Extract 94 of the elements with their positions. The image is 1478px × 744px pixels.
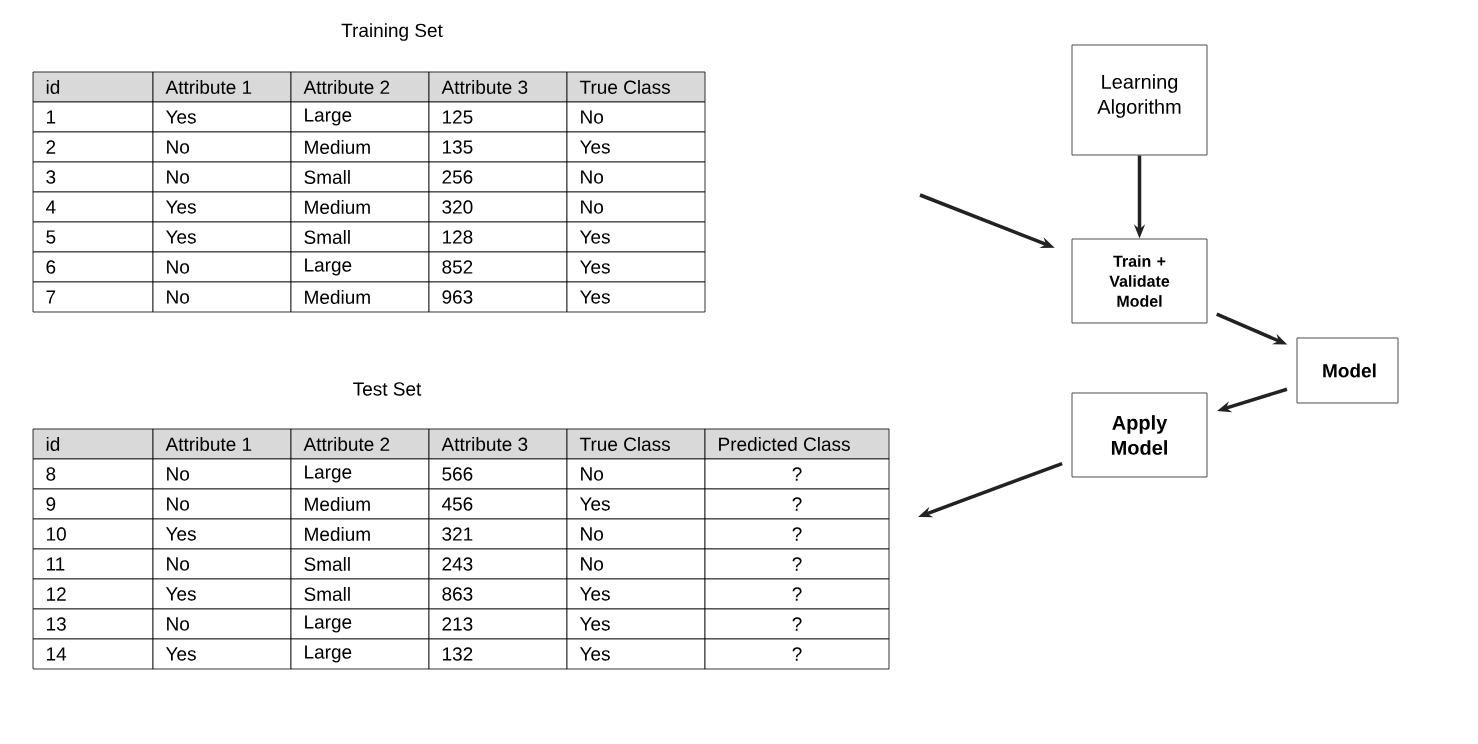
table-title: Training Set: [341, 23, 443, 41]
table-cell: Medium: [290, 131, 430, 163]
table-cell: 9: [32, 488, 154, 520]
table-cell: Yes: [566, 281, 706, 313]
table-cell: 10: [32, 518, 154, 550]
table-cell: 2: [32, 131, 154, 163]
table-cell: No: [566, 548, 706, 580]
table-cell: 456: [428, 488, 568, 520]
table-cell: 6: [32, 251, 154, 283]
header-cell: Attribute 3: [428, 71, 568, 103]
table-cell: Yes: [152, 518, 292, 550]
table-cell: Medium: [290, 488, 430, 520]
table-cell: 135: [428, 131, 568, 163]
table-cell: Large: [290, 101, 430, 133]
table-cell: 132: [428, 638, 568, 670]
table-cell: Medium: [290, 191, 430, 223]
table-cell: Yes: [566, 488, 706, 520]
table-cell: Large: [290, 608, 430, 640]
table-cell: No: [566, 191, 706, 223]
table-cell: 213: [428, 608, 568, 640]
table-cell: ?: [704, 518, 890, 550]
table-cell: 1: [32, 101, 154, 133]
table-cell: Yes: [566, 638, 706, 670]
table-cell: ?: [704, 638, 890, 670]
header-cell: Attribute 3: [428, 428, 568, 460]
table-cell: 321: [428, 518, 568, 550]
table-cell: Yes: [566, 251, 706, 283]
table-cell: No: [152, 458, 292, 490]
table-cell: 243: [428, 548, 568, 580]
table-cell: 8: [32, 458, 154, 490]
table-cell: 320: [428, 191, 568, 223]
header-cell: True Class: [566, 428, 706, 460]
table-cell: 256: [428, 161, 568, 193]
header-cell: Attribute 1: [152, 428, 292, 460]
table-cell: Large: [290, 638, 430, 670]
table-cell: 852: [428, 251, 568, 283]
table-cell: Yes: [152, 101, 292, 133]
header-cell: Attribute 1: [152, 71, 292, 103]
table-cell: No: [152, 281, 292, 313]
table-cell: No: [566, 101, 706, 133]
table-cell: 3: [32, 161, 154, 193]
table-cell: Yes: [152, 221, 292, 253]
process-box: Train + Validate Model: [1071, 238, 1208, 324]
table-cell: ?: [704, 548, 890, 580]
table-cell: Small: [290, 548, 430, 580]
table-cell: Small: [290, 161, 430, 193]
process-box: Model: [1296, 337, 1399, 404]
table-cell: No: [152, 608, 292, 640]
header-cell: Attribute 2: [290, 428, 430, 460]
table-cell: No: [566, 161, 706, 193]
table-cell: 11: [32, 548, 154, 580]
table-cell: 7: [32, 281, 154, 313]
table-cell: Yes: [152, 191, 292, 223]
table-cell: 863: [428, 578, 568, 610]
table-cell: Small: [290, 221, 430, 253]
table-cell: 963: [428, 281, 568, 313]
table-cell: 125: [428, 101, 568, 133]
table-cell: 12: [32, 578, 154, 610]
table-cell: ?: [704, 488, 890, 520]
process-box: Apply Model: [1071, 392, 1208, 478]
table-cell: Medium: [290, 281, 430, 313]
process-box: Learning Algorithm: [1071, 44, 1208, 156]
table-cell: No: [566, 458, 706, 490]
header-cell: Attribute 2: [290, 71, 430, 103]
table-cell: No: [152, 161, 292, 193]
table-cell: Yes: [152, 638, 292, 670]
table-cell: Yes: [566, 131, 706, 163]
table-cell: 4: [32, 191, 154, 223]
table-cell: Large: [290, 458, 430, 490]
table-cell: No: [152, 488, 292, 520]
table-cell: No: [566, 518, 706, 550]
table-cell: 13: [32, 608, 154, 640]
header-cell: id: [32, 71, 154, 103]
table-cell: Yes: [566, 608, 706, 640]
table-cell: ?: [704, 578, 890, 610]
table-cell: ?: [704, 458, 890, 490]
table-cell: Large: [290, 251, 430, 283]
table-cell: No: [152, 131, 292, 163]
table-cell: Yes: [566, 221, 706, 253]
table-cell: Yes: [152, 578, 292, 610]
header-cell: True Class: [566, 71, 706, 103]
table-cell: 566: [428, 458, 568, 490]
table-cell: No: [152, 548, 292, 580]
table-cell: ?: [704, 608, 890, 640]
table-cell: No: [152, 251, 292, 283]
header-cell: Predicted Class: [704, 428, 890, 460]
table-cell: 5: [32, 221, 154, 253]
table-cell: Small: [290, 578, 430, 610]
table-cell: Medium: [290, 518, 430, 550]
header-cell: id: [32, 428, 154, 460]
table-cell: Yes: [566, 578, 706, 610]
table-cell: 14: [32, 638, 154, 670]
table-cell: 128: [428, 221, 568, 253]
table-title: Test Set: [353, 382, 422, 396]
